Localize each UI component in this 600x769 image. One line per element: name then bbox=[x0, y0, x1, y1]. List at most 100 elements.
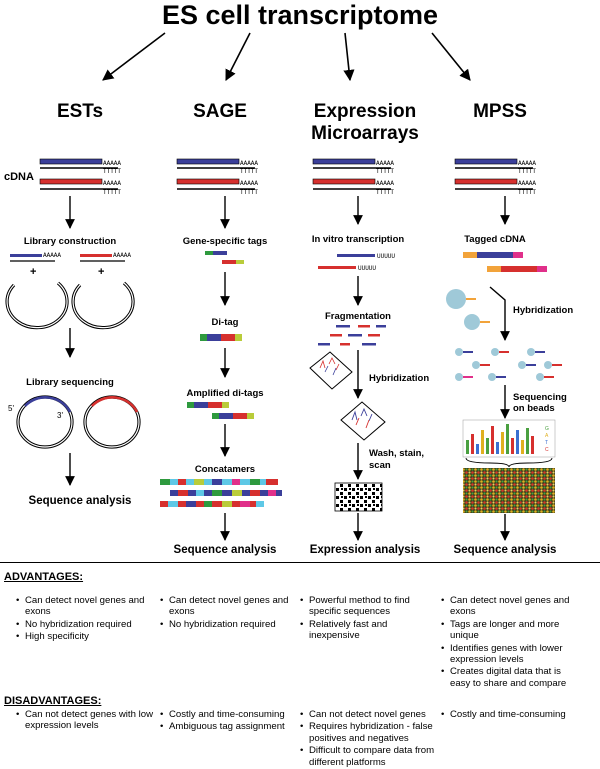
disadvantages-mpss: Costly and time-consuming bbox=[441, 709, 581, 721]
sequencing-readout: G A T C bbox=[462, 419, 556, 468]
step-wash-stain: Wash, stain, bbox=[369, 448, 424, 459]
step-hybridization: Hybridization bbox=[369, 373, 429, 384]
beads-with-tags bbox=[455, 348, 562, 381]
prime3-label: 3' bbox=[57, 411, 63, 420]
svg-text:UUUUU: UUUUU bbox=[358, 265, 376, 272]
bullet-item: Can not detect genes with low expression… bbox=[16, 709, 156, 732]
step-library-construction: Library construction bbox=[24, 236, 117, 247]
microarray-slide-2 bbox=[340, 401, 386, 441]
column-microarrays: In vitro transcription UUUUU UUUUU Fragm… bbox=[309, 196, 429, 556]
heading-ests: ESTs bbox=[57, 101, 103, 122]
advantages-heading: ADVANTAGES: bbox=[4, 571, 84, 583]
arrow-to-sage bbox=[225, 32, 251, 81]
microarray-chip-image bbox=[334, 482, 383, 512]
svg-text:AAAAA: AAAAA bbox=[376, 180, 394, 187]
disadvantages-microarrays: Can not detect novel genesRequires hybri… bbox=[300, 709, 440, 769]
concatamer-strands bbox=[160, 479, 282, 507]
step-in-vitro-transcription: In vitro transcription bbox=[312, 234, 405, 245]
bullet-item: Ambiguous tag assignment bbox=[160, 721, 300, 733]
plus-sign-1: + bbox=[30, 266, 36, 278]
bullet-item: Relatively fast and inexpensive bbox=[300, 619, 440, 642]
step-fragmentation: Fragmentation bbox=[325, 311, 391, 322]
step-mpss-hybridization: Hybridization bbox=[513, 305, 573, 316]
svg-text:AAAAA: AAAAA bbox=[240, 180, 258, 187]
final-sage: Sequence analysis bbox=[174, 544, 277, 556]
bullet-item: Creates digital data that is easy to sha… bbox=[441, 666, 581, 689]
svg-text:AAAAA: AAAAA bbox=[518, 160, 536, 167]
bullet-item: Can detect novel genes and exons bbox=[16, 595, 156, 618]
comparison-section: ADVANTAGES: Can detect novel genes and e… bbox=[0, 562, 600, 768]
heading-microarrays-2: Microarrays bbox=[311, 123, 419, 144]
heading-mpss: MPSS bbox=[473, 101, 527, 122]
disadvantages-sage: Costly and time-consumingAmbiguous tag a… bbox=[160, 709, 300, 734]
column-sage: Gene-specific tags Di-tag Amplified di-t… bbox=[160, 196, 282, 556]
legend-t: T bbox=[545, 440, 548, 446]
svg-text:TTTTT: TTTTT bbox=[376, 189, 394, 196]
bullet-item: Can detect novel genes and exons bbox=[160, 595, 300, 618]
step-concatamers: Concatamers bbox=[195, 464, 255, 475]
transcriptome-diagram: ES cell transcriptome ESTs SAGE Expressi… bbox=[4, 0, 573, 556]
disadvantages-heading: DISADVANTAGES: bbox=[4, 695, 102, 707]
rna-fragments bbox=[318, 325, 386, 346]
svg-text:TTTTT: TTTTT bbox=[240, 168, 258, 175]
svg-text:TTTTT: TTTTT bbox=[518, 168, 536, 175]
page-title: ES cell transcriptome bbox=[162, 0, 438, 30]
final-mpss: Sequence analysis bbox=[454, 544, 557, 556]
bullet-item: Tags are longer and more unique bbox=[441, 619, 581, 642]
top-arrows bbox=[102, 32, 471, 82]
column-ests: Library construction AAAAA AAAAA + + Lib… bbox=[5, 196, 141, 507]
legend-g: G bbox=[545, 426, 549, 432]
svg-text:TTTTT: TTTTT bbox=[518, 189, 536, 196]
step-di-tag: Di-tag bbox=[212, 317, 239, 328]
arrow-to-mpss bbox=[431, 32, 471, 81]
advantages-mpss: Can detect novel genes and exonsTags are… bbox=[441, 595, 581, 690]
cdna-label: cDNA bbox=[4, 171, 34, 183]
bullet-item: Costly and time-consuming bbox=[160, 709, 300, 721]
final-microarrays: Expression analysis bbox=[310, 544, 421, 556]
svg-text:AAAAA: AAAAA bbox=[240, 160, 258, 167]
step-library-sequencing: Library sequencing bbox=[26, 377, 114, 388]
advantages-ests: Can detect novel genes and exonsNo hybri… bbox=[16, 595, 156, 644]
arrow-to-ests bbox=[102, 32, 166, 81]
step-amplified-di-tags: Amplified di-tags bbox=[186, 388, 263, 399]
step-tagged-cdna: Tagged cDNA bbox=[464, 234, 526, 245]
disadvantages-ests: Can not detect genes with low expression… bbox=[16, 709, 156, 733]
prime5-label: 5' bbox=[8, 404, 14, 413]
svg-text:UUUUU: UUUUU bbox=[377, 253, 395, 260]
bullet-item: No hybridization required bbox=[160, 619, 300, 631]
svg-text:AAAAA: AAAAA bbox=[376, 160, 394, 167]
legend-c: C bbox=[545, 447, 549, 453]
svg-text:AAAAA: AAAAA bbox=[518, 180, 536, 187]
bullet-item: Can detect novel genes and exons bbox=[441, 595, 581, 618]
microarray-slide-1 bbox=[309, 351, 353, 390]
plus-sign-2: + bbox=[98, 266, 104, 278]
heading-microarrays-1: Expression bbox=[314, 101, 416, 122]
bullet-item: Difficult to compare data from different… bbox=[300, 745, 440, 768]
bullet-item: No hybridization required bbox=[16, 619, 156, 631]
svg-text:TTTTT: TTTTT bbox=[103, 168, 121, 175]
svg-text:AAAAA: AAAAA bbox=[113, 252, 131, 259]
svg-text:TTTTT: TTTTT bbox=[103, 189, 121, 196]
step-scan: scan bbox=[369, 460, 391, 471]
svg-text:AAAAA: AAAAA bbox=[103, 160, 121, 167]
svg-text:TTTTT: TTTTT bbox=[376, 168, 394, 175]
bullet-item: Requires hybridization - false positives… bbox=[300, 721, 440, 744]
bullet-item: High specificity bbox=[16, 631, 156, 643]
step-on-beads: on beads bbox=[513, 403, 555, 414]
bead-array-image bbox=[463, 468, 555, 513]
bullet-item: Can not detect novel genes bbox=[300, 709, 440, 721]
advantages-microarrays: Powerful method to find specific sequenc… bbox=[300, 595, 440, 643]
section-divider bbox=[0, 562, 600, 563]
heading-sage: SAGE bbox=[193, 101, 247, 122]
legend-a: A bbox=[545, 433, 549, 439]
final-ests: Sequence analysis bbox=[29, 495, 132, 507]
bullet-item: Costly and time-consuming bbox=[441, 709, 581, 721]
svg-text:TTTTT: TTTTT bbox=[240, 189, 258, 196]
column-mpss: Tagged cDNA Hybridization Sequencing on … bbox=[446, 196, 573, 556]
step-sequencing: Sequencing bbox=[513, 392, 567, 403]
bullet-item: Identifies genes with lower expression l… bbox=[441, 643, 581, 666]
arrow-to-microarrays bbox=[343, 32, 355, 82]
cdna-strands: AAAAA TTTTT AAAAA TTTTT AAAAA TTTTT AAAA… bbox=[39, 158, 536, 196]
svg-text:AAAAA: AAAAA bbox=[43, 252, 61, 259]
step-gene-specific-tags: Gene-specific tags bbox=[183, 236, 267, 247]
